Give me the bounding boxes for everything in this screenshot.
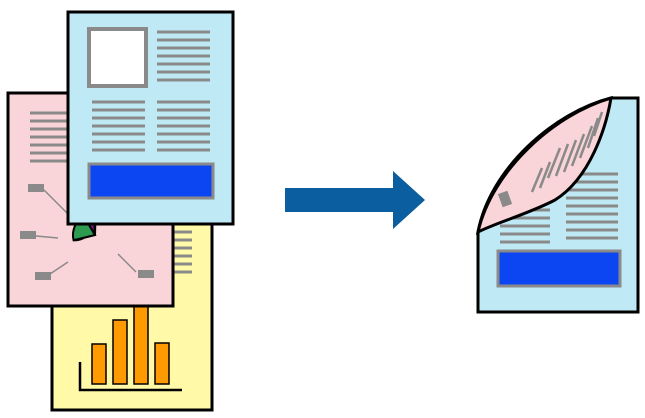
bar-chart (78, 299, 182, 392)
yellow-text-lines (174, 230, 192, 274)
bar-2 (112, 319, 128, 385)
pie-labels (20, 184, 154, 280)
blue-highlight-bar (87, 162, 215, 200)
image-placeholder (87, 27, 148, 88)
pie-leader-2 (35, 235, 59, 239)
result-curl-lines (530, 111, 604, 193)
bar-4 (154, 342, 170, 385)
result-blue-bar (496, 249, 622, 288)
document-stack-icon (6, 10, 235, 412)
pie-leader-1 (43, 189, 69, 215)
chart-axis (78, 362, 182, 392)
pie-label-1 (28, 184, 44, 192)
blue-text-lines-left (92, 100, 145, 152)
pie-leader-3 (49, 261, 69, 275)
bar-1 (91, 343, 107, 385)
blue-sheet (66, 10, 235, 226)
result-curl-label (497, 190, 513, 208)
bar-3 (133, 299, 149, 385)
pie-label-3 (35, 272, 51, 280)
pie-label-2 (20, 231, 36, 239)
pie-label-4 (138, 270, 154, 278)
duplex-sheet-icon (475, 95, 640, 314)
pie-leader-4 (117, 253, 137, 273)
blue-text-lines-right (157, 100, 210, 152)
blue-text-lines-top (157, 30, 210, 82)
right-arrow-icon (285, 171, 425, 229)
result-curl-backside (475, 95, 613, 235)
pink-text-lines (30, 111, 68, 163)
result-text-lines (500, 172, 618, 244)
